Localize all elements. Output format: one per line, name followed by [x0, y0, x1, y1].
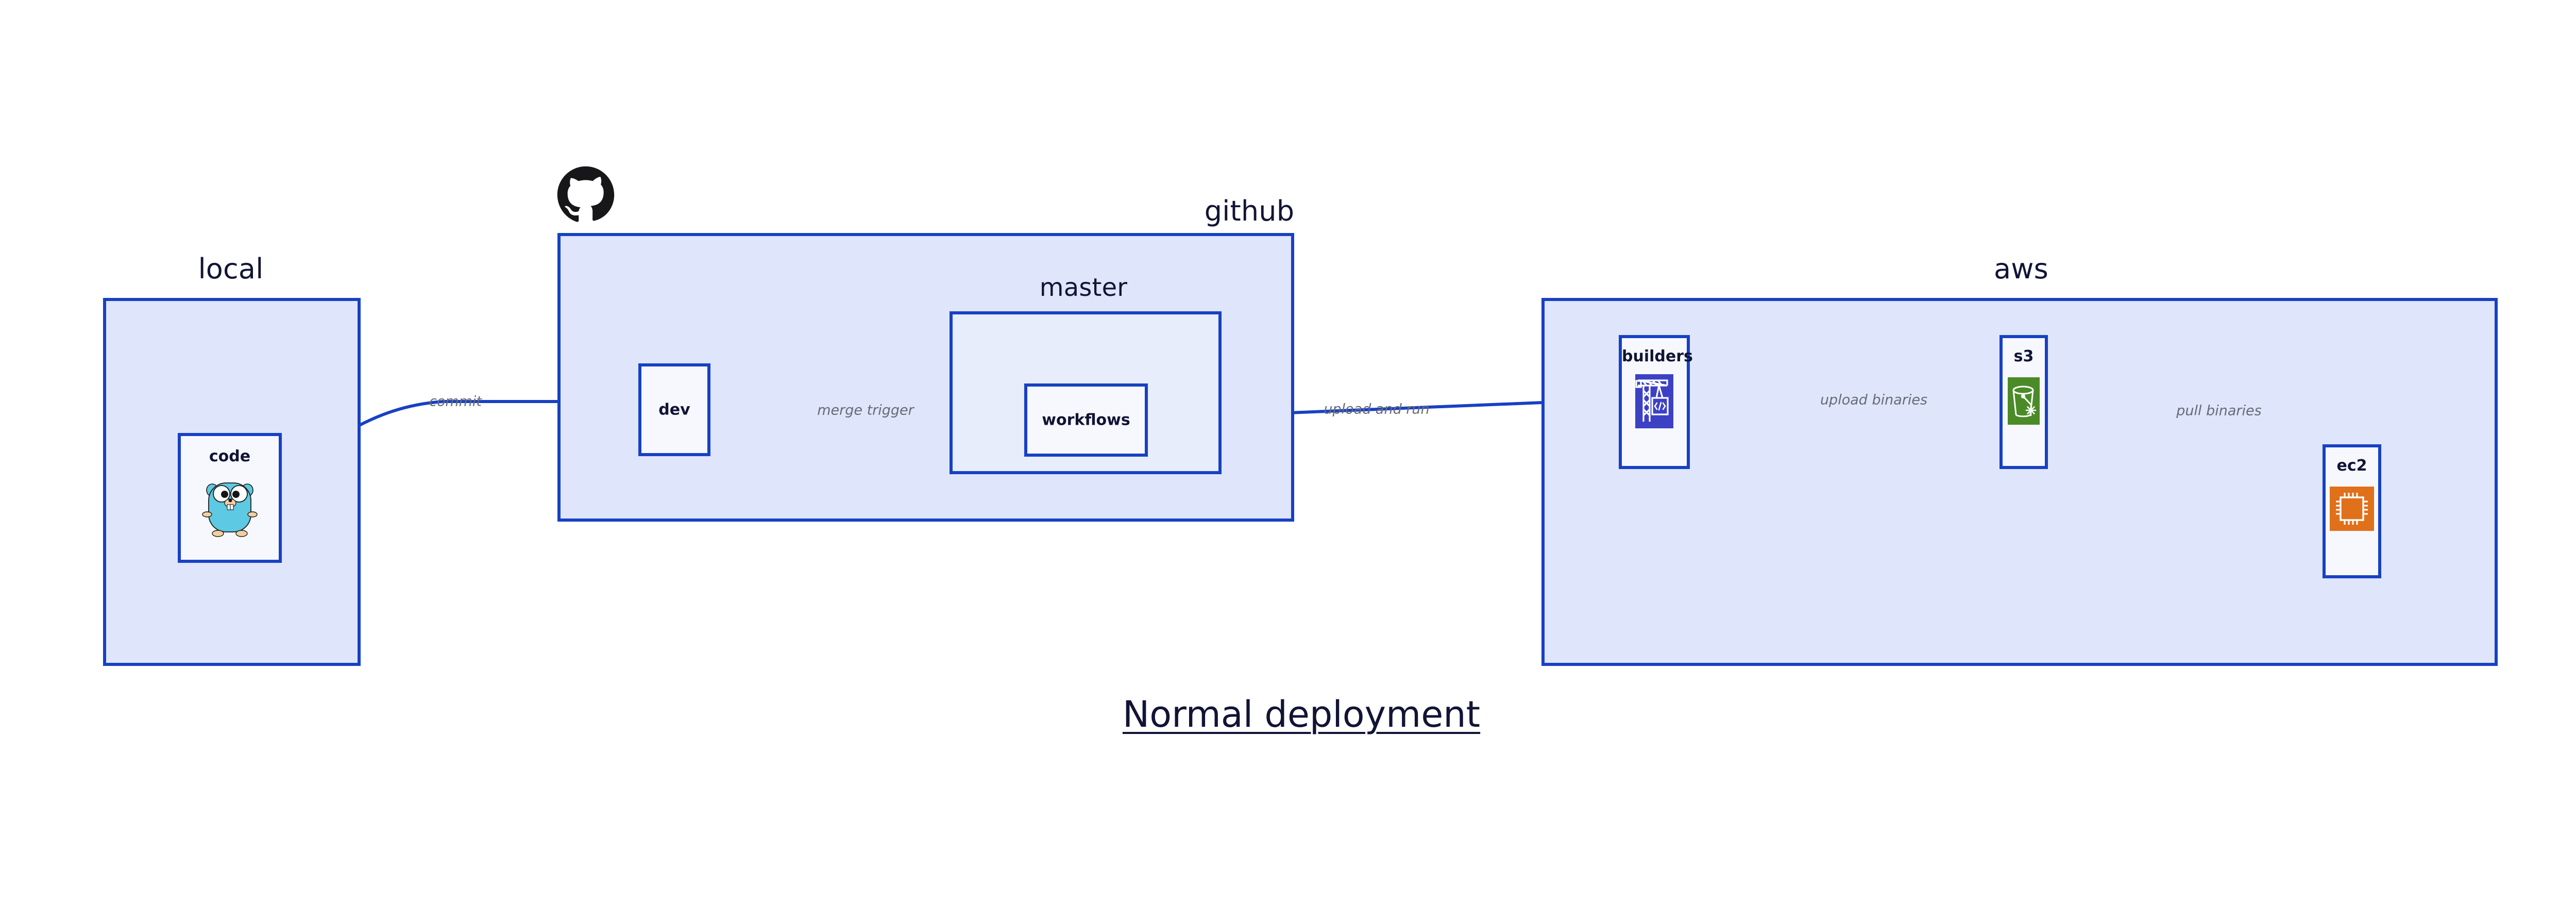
edge-label-pull-binaries: pull binaries — [2176, 403, 2262, 419]
edge-label-commit: commit — [429, 393, 482, 410]
go-gopher-icon — [201, 476, 258, 540]
node-code-label: code — [209, 447, 251, 465]
node-dev-label: dev — [658, 400, 690, 419]
edge-label-upload-binaries: upload binaries — [1820, 392, 1928, 408]
node-workflows[interactable]: workflows — [1024, 383, 1148, 457]
node-builders[interactable]: builders — [1619, 335, 1693, 469]
node-s3-label: s3 — [2013, 347, 2034, 365]
diagram-title: Normal deployment — [1122, 693, 1481, 736]
node-code[interactable]: code — [178, 433, 282, 563]
node-ec2-label: ec2 — [2336, 457, 2367, 475]
github-octocat-icon — [555, 164, 617, 226]
aws-ec2-chip-icon — [2330, 487, 2374, 531]
node-builders-label: builders — [1622, 347, 1693, 365]
edge-label-upload-and-run: upload and run — [1324, 401, 1430, 417]
edge-label-merge-trigger: merge trigger — [817, 402, 914, 419]
group-label-local: local — [198, 253, 264, 285]
node-s3[interactable]: s3 — [1999, 335, 2048, 469]
group-label-aws: aws — [1994, 253, 2048, 285]
node-dev[interactable]: dev — [638, 363, 710, 456]
aws-builders-crane-icon — [1635, 374, 1673, 428]
aws-s3-bucket-icon — [2008, 377, 2040, 425]
group-label-github: github — [1204, 195, 1295, 227]
node-workflows-label: workflows — [1042, 411, 1130, 429]
node-ec2[interactable]: ec2 — [2323, 444, 2381, 578]
group-label-master: master — [1039, 273, 1128, 302]
